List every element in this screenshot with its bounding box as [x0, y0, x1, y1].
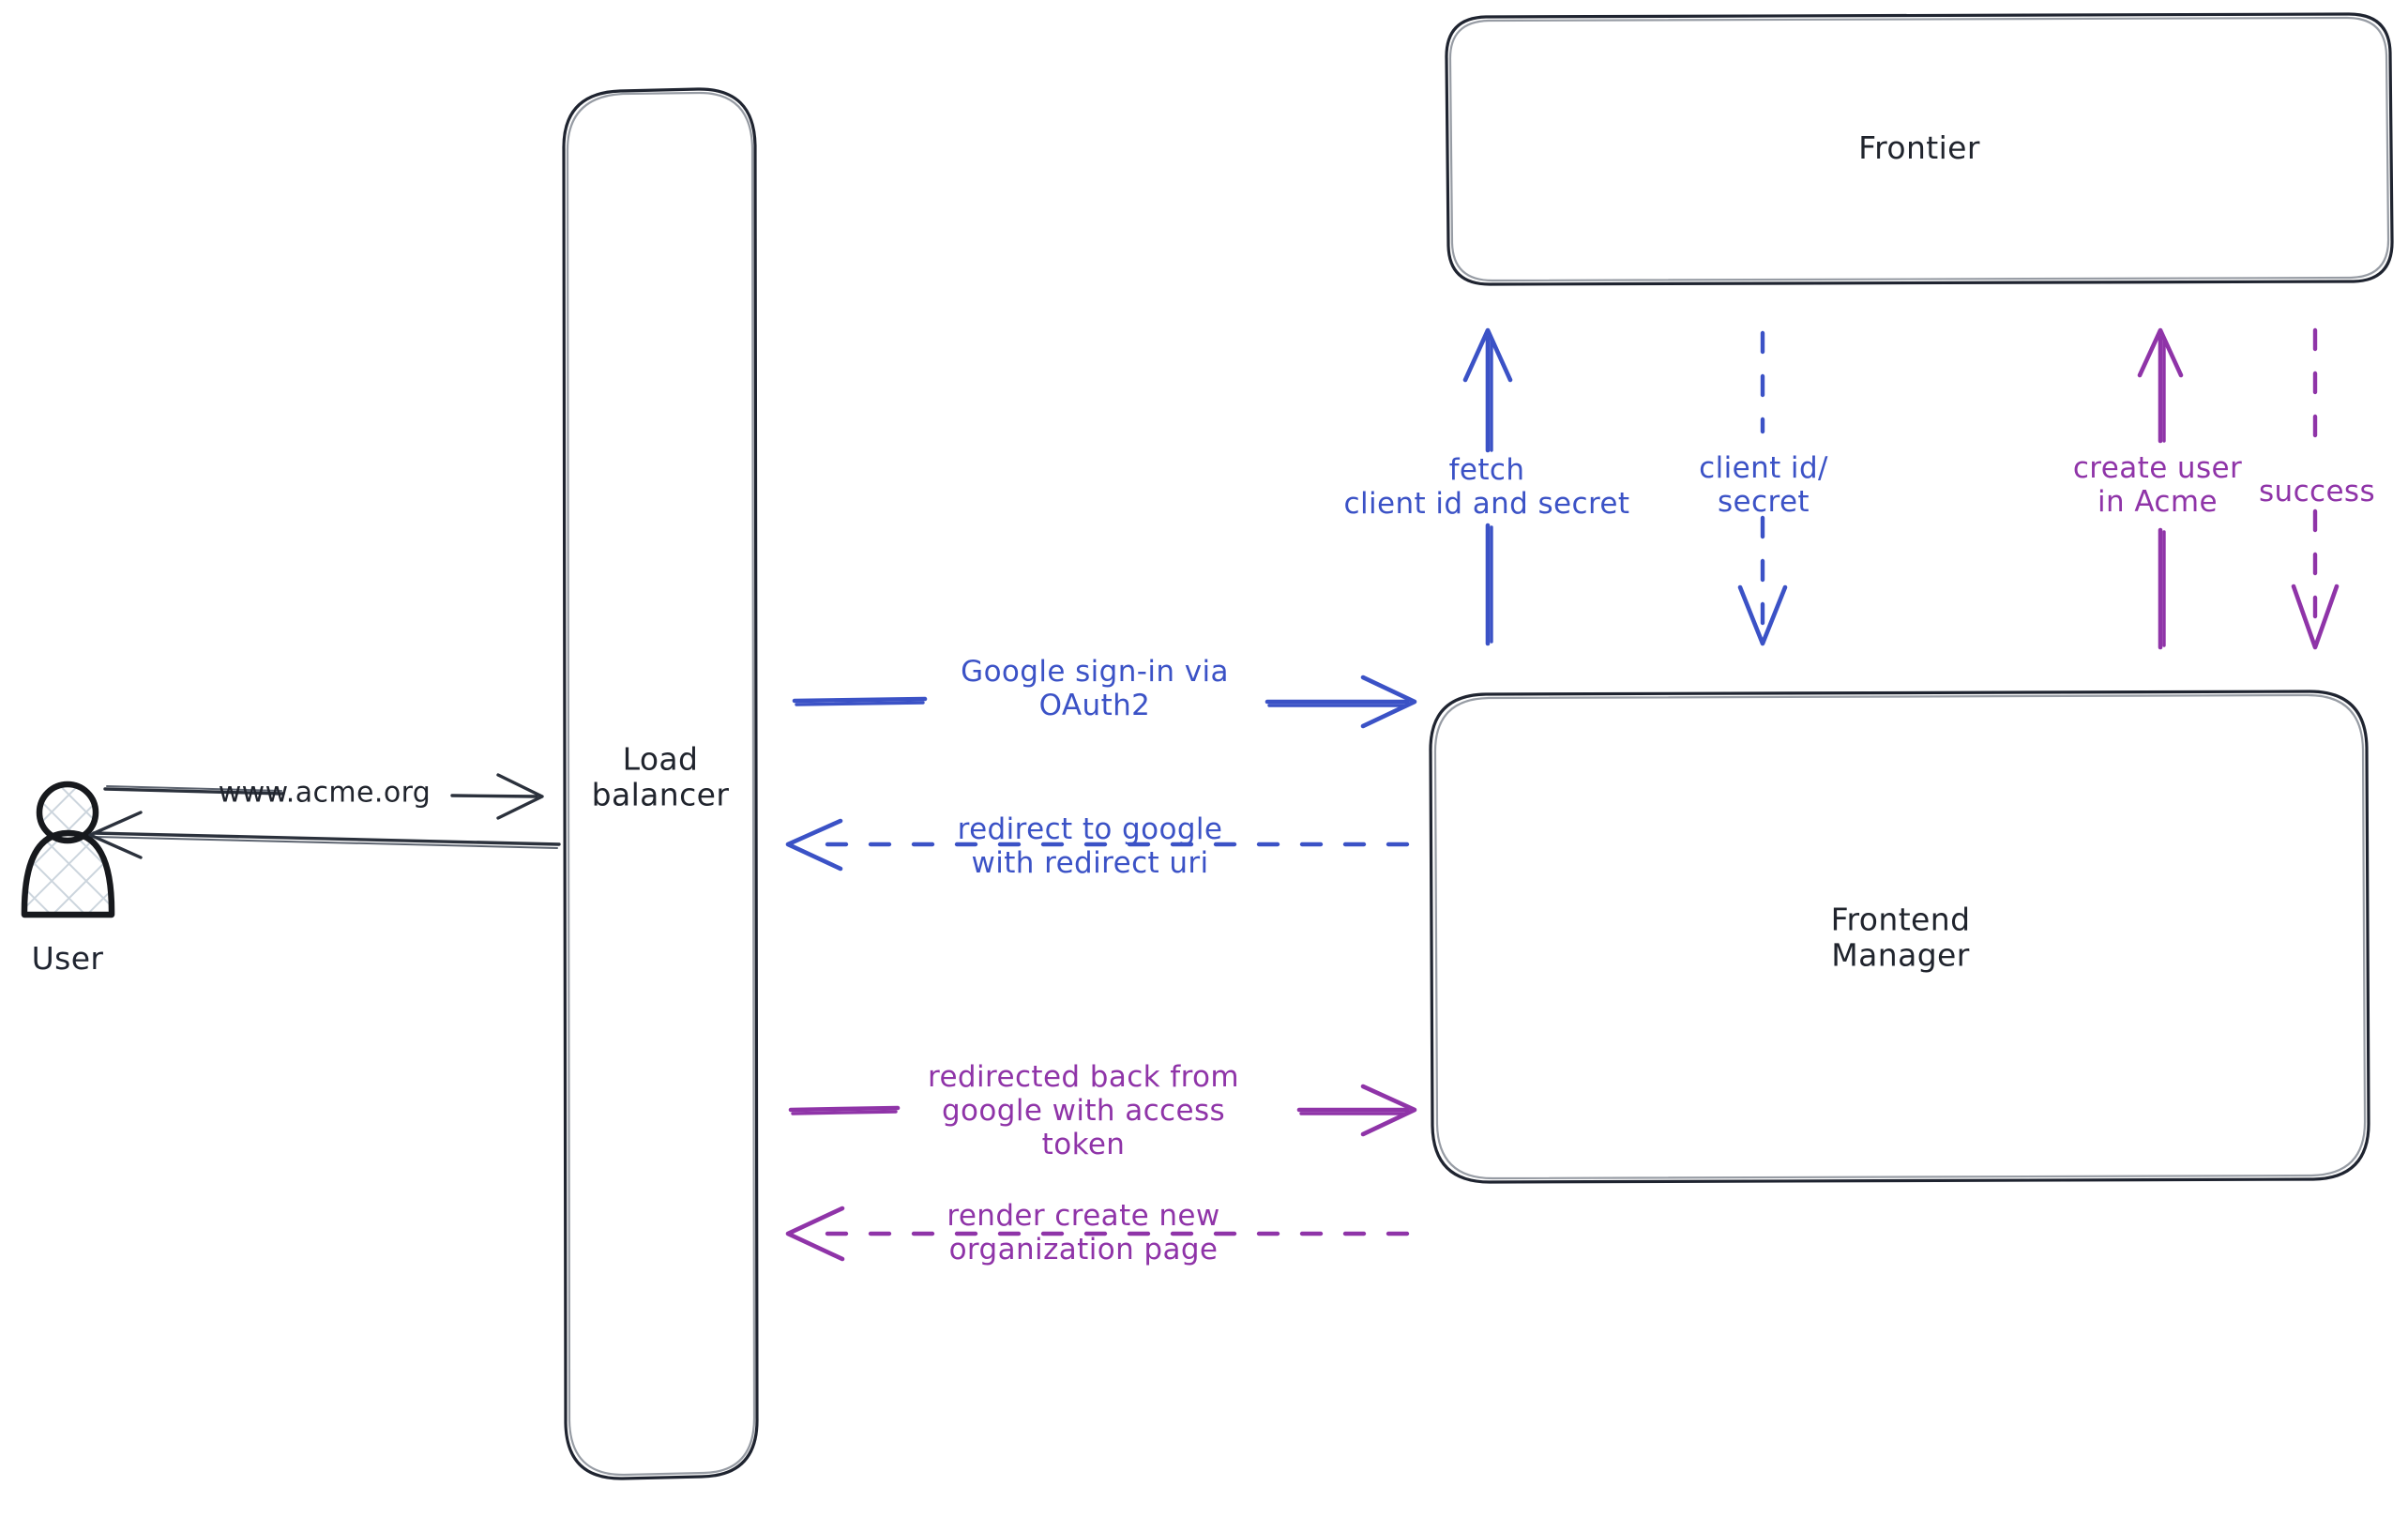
- node-label-frontier: Frontier: [1858, 129, 1980, 166]
- node-label-load-balancer-line1: Load: [622, 740, 699, 778]
- node-label-frontend-manager-line1: Frontend: [1830, 901, 1971, 938]
- edge-label-redirected-back-token-line2: google with access: [941, 1094, 1226, 1129]
- edge-redirect-to-google: [785, 818, 1410, 872]
- node-frontier[interactable]: [1445, 12, 2394, 286]
- edge-label-client-id-secret-response-line2: secret: [1718, 485, 1810, 519]
- edge-label-redirected-back-token-line1: redirected back from: [927, 1060, 1240, 1095]
- edge-user-to-load-balancer: [103, 773, 544, 820]
- edge-label-www-acme-org: www.acme.org: [218, 776, 432, 810]
- edge-label-fetch-client-id-secret-line2: client id and secret: [1343, 487, 1630, 521]
- edge-label-render-create-org-line2: organization page: [948, 1233, 1219, 1267]
- edge-label-create-user-in-acme-line1: create user: [2072, 451, 2243, 486]
- edge-label-fetch-client-id-secret-line1: fetch: [1448, 453, 1525, 488]
- edge-label-success-response: success: [2258, 475, 2376, 509]
- edge-render-create-org: [785, 1206, 1410, 1262]
- edge-label-create-user-in-acme-line2: in Acme: [2098, 485, 2218, 519]
- edge-fetch-client-id-secret: [1462, 327, 1513, 646]
- edge-label-client-id-secret-response-line1: client id/: [1699, 451, 1828, 486]
- actor-label-user: User: [31, 939, 104, 977]
- edge-success-response: [2291, 327, 2340, 650]
- edge-label-google-signin-line1: Google sign-in via: [961, 655, 1229, 690]
- node-frontend-manager[interactable]: [1429, 690, 2370, 1184]
- edge-label-redirect-to-google-line1: redirect to google: [957, 812, 1223, 847]
- edge-google-signin: [792, 675, 1417, 729]
- node-load-balancer[interactable]: [562, 87, 759, 1480]
- edge-client-id-secret-response: [1737, 330, 1788, 646]
- user-actor-icon: [21, 781, 115, 918]
- edge-create-user-in-acme: [2137, 327, 2184, 650]
- edge-redirected-back-token: [788, 1084, 1417, 1137]
- edge-label-redirect-to-google-line2: with redirect uri: [971, 846, 1209, 880]
- node-label-load-balancer-line2: balancer: [591, 777, 730, 813]
- edge-load-balancer-to-user: [88, 811, 561, 859]
- edge-label-client-id-secret-response: client id/secret: [1699, 451, 1828, 520]
- node-label-frontend-manager-line2: Manager: [1831, 937, 1970, 974]
- edge-label-redirected-back-token-line3: token: [1041, 1127, 1126, 1161]
- edge-label-render-create-org-line1: render create new: [947, 1199, 1220, 1234]
- edge-label-google-signin-line2: OAuth2: [1038, 689, 1151, 722]
